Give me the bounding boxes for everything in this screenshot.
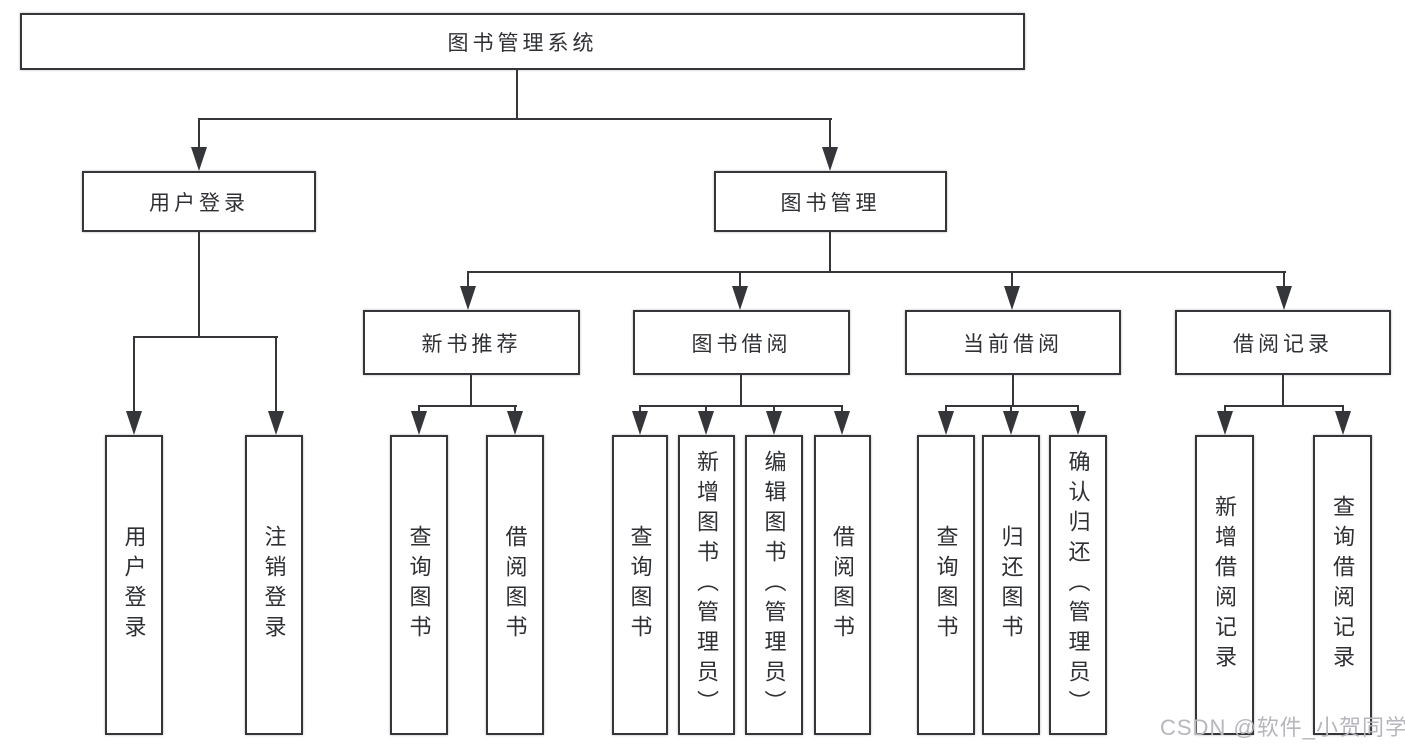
arrowhead-down <box>507 405 523 435</box>
arrowhead-down <box>126 336 142 435</box>
connector-line <box>198 232 200 337</box>
leaf-query-books-recommend: 查询图书 <box>390 435 448 735</box>
node-new-book-recommendation: 新书推荐 <box>363 310 580 375</box>
arrowhead-down <box>460 271 476 310</box>
arrowhead-down <box>732 271 748 310</box>
node-library-management-system: 图书管理系统 <box>20 13 1025 70</box>
arrowhead-down <box>698 405 714 435</box>
connector-line <box>1012 375 1014 407</box>
leaf-return-books: 归还图书 <box>982 435 1040 735</box>
watermark-text: CSDN @软件_小贺同学 <box>1160 715 1405 740</box>
leaf-confirm-return-admin: 确认归还（管理员） <box>1049 435 1107 735</box>
connector-line <box>467 271 1286 273</box>
arrowhead-down <box>1070 405 1086 435</box>
connector-line <box>945 405 1079 407</box>
connector-line <box>639 405 843 407</box>
node-book-borrowing: 图书借阅 <box>633 310 850 375</box>
connector-line <box>133 336 278 338</box>
connector-line <box>740 375 742 407</box>
leaf-borrow-books-recommend: 借阅图书 <box>486 435 544 735</box>
arrowhead-down <box>632 405 648 435</box>
leaf-query-books-current: 查询图书 <box>917 435 975 735</box>
arrowhead-down <box>938 405 954 435</box>
arrowhead-down <box>1004 271 1020 310</box>
arrowhead-down <box>834 405 850 435</box>
leaf-add-borrow-record: 新增借阅记录 <box>1195 435 1254 735</box>
leaf-query-books-borrowing: 查询图书 <box>612 435 668 735</box>
leaf-logout-login: 注销登录 <box>245 435 303 735</box>
connector-line <box>198 118 832 120</box>
connector-line <box>418 405 517 407</box>
connector-line <box>829 232 831 273</box>
arrowhead-down <box>1217 405 1233 435</box>
arrowhead-down <box>766 405 782 435</box>
leaf-borrow-books-borrowing: 借阅图书 <box>814 435 871 735</box>
leaf-edit-books-admin: 编辑图书（管理员） <box>745 435 803 735</box>
node-book-management: 图书管理 <box>714 171 947 232</box>
connector-line <box>516 68 518 119</box>
node-user-login: 用户登录 <box>82 171 316 232</box>
arrowhead-down <box>1276 271 1292 310</box>
arrowhead-down <box>822 118 838 171</box>
node-borrowing-records: 借阅记录 <box>1175 310 1391 375</box>
arrowhead-down <box>268 336 284 435</box>
connector-line <box>1282 375 1284 407</box>
arrowhead-down <box>1003 405 1019 435</box>
leaf-query-borrow-record: 查询借阅记录 <box>1313 435 1372 735</box>
connector-line <box>470 375 472 407</box>
node-current-borrowing: 当前借阅 <box>905 310 1121 375</box>
leaf-add-books-admin: 新增图书（管理员） <box>678 435 735 735</box>
arrowhead-down <box>1335 405 1351 435</box>
connector-line <box>1224 405 1344 407</box>
leaf-user-login: 用户登录 <box>105 435 163 735</box>
arrowhead-down <box>191 118 207 171</box>
arrowhead-down <box>411 405 427 435</box>
